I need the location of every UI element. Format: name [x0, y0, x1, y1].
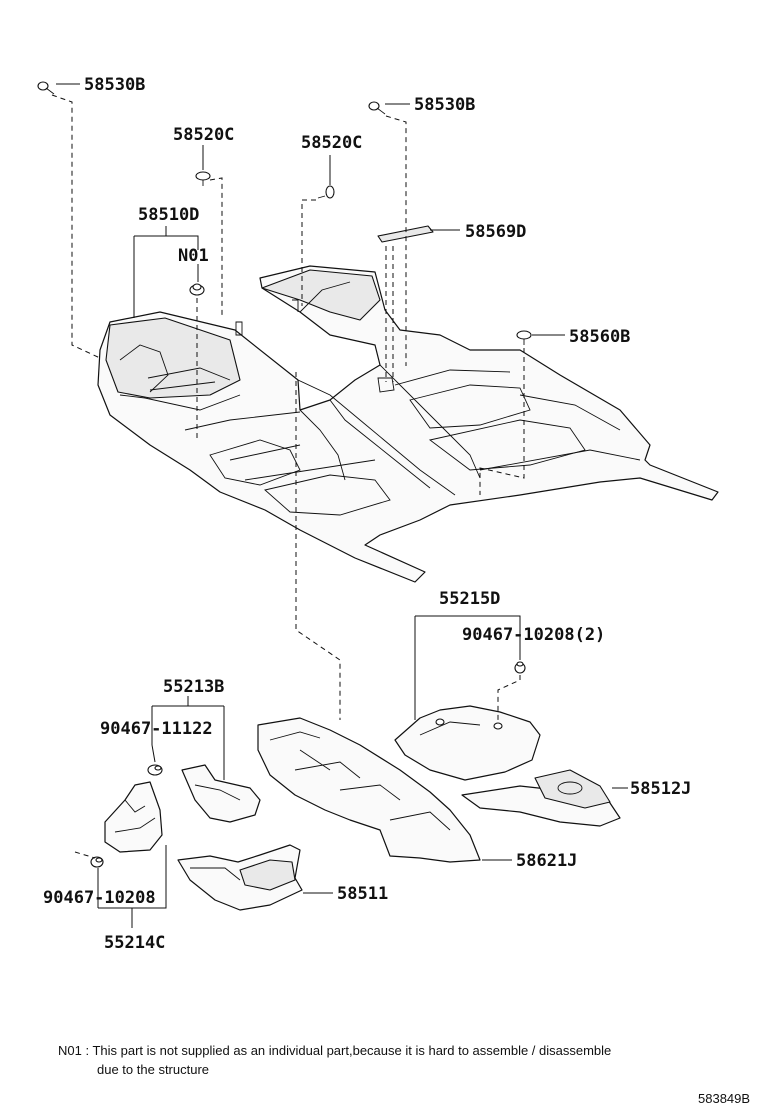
- floor-carpet-assembly: [97, 265, 719, 583]
- pad-58569D: [377, 225, 434, 243]
- footnote-line-2: due to the structure: [97, 1062, 209, 1077]
- label-58569D: 58569D: [465, 222, 526, 242]
- label-90467-10208-2: 90467-10208(2): [462, 625, 605, 645]
- clip-58530B-left: [37, 81, 55, 95]
- silencer-58621J: [257, 717, 481, 863]
- label-58520C-mid: 58520C: [301, 133, 362, 153]
- bolt-90467-10208-2: [514, 661, 526, 674]
- label-58530B-right: 58530B: [414, 95, 475, 115]
- label-58530B-left: 58530B: [84, 75, 145, 95]
- label-N01: N01: [178, 246, 209, 266]
- grommet-N01: [189, 283, 205, 296]
- label-55215D: 55215D: [439, 589, 500, 609]
- label-55214C: 55214C: [104, 933, 165, 953]
- clip-58560B: [516, 330, 532, 345]
- silencer-58511: [177, 844, 303, 911]
- bolt-90467-10208: [90, 856, 104, 868]
- bolt-90467-11122: [147, 764, 163, 776]
- silencer-55215D: [394, 705, 541, 781]
- clip-58530B-right: [368, 101, 386, 115]
- label-58520C-left: 58520C: [173, 125, 234, 145]
- silencer-58512J: [461, 769, 621, 827]
- label-58510D: 58510D: [138, 205, 199, 225]
- label-58560B: 58560B: [569, 327, 630, 347]
- label-90467-10208: 90467-10208: [43, 888, 156, 908]
- diagram-code: 583849B: [698, 1091, 750, 1106]
- clip-58520C-mid: [317, 185, 335, 199]
- bracket-55214C: [104, 781, 163, 853]
- label-55213B: 55213B: [163, 677, 224, 697]
- label-58621J: 58621J: [516, 851, 577, 871]
- clip-58520C-left: [195, 171, 211, 186]
- label-58511: 58511: [337, 884, 388, 904]
- label-90467-11122: 90467-11122: [100, 719, 213, 739]
- bracket-55213B: [181, 764, 261, 823]
- label-58512J: 58512J: [630, 779, 691, 799]
- footnote-line-1: N01 : This part is not supplied as an in…: [58, 1043, 611, 1058]
